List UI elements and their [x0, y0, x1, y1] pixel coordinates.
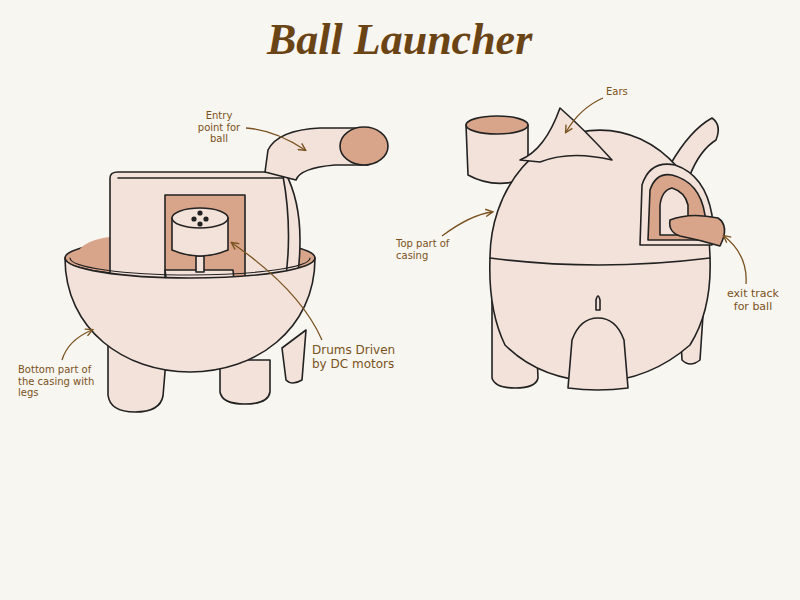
bottom-casing	[65, 258, 315, 372]
exit-track	[670, 215, 725, 246]
part-label: Ears	[606, 86, 646, 98]
leader-line	[442, 212, 492, 236]
part-label: Entry point for ball	[192, 110, 246, 145]
leg	[568, 318, 628, 390]
pipe-opening	[340, 127, 388, 165]
leader-line	[724, 236, 746, 284]
part-label: Bottom part of the casing with legs	[18, 364, 98, 399]
leader-line	[246, 128, 305, 150]
part-label: exit track for ball	[718, 288, 788, 313]
part-label: Top part of casing	[396, 238, 462, 261]
leader-line	[232, 243, 322, 340]
leg	[282, 330, 306, 383]
leader-line	[566, 98, 603, 132]
title: Ball Launcher	[267, 14, 532, 65]
part-label: Drums Driven by DC motors	[312, 344, 404, 372]
ear	[520, 108, 612, 162]
leader-line	[62, 330, 92, 360]
